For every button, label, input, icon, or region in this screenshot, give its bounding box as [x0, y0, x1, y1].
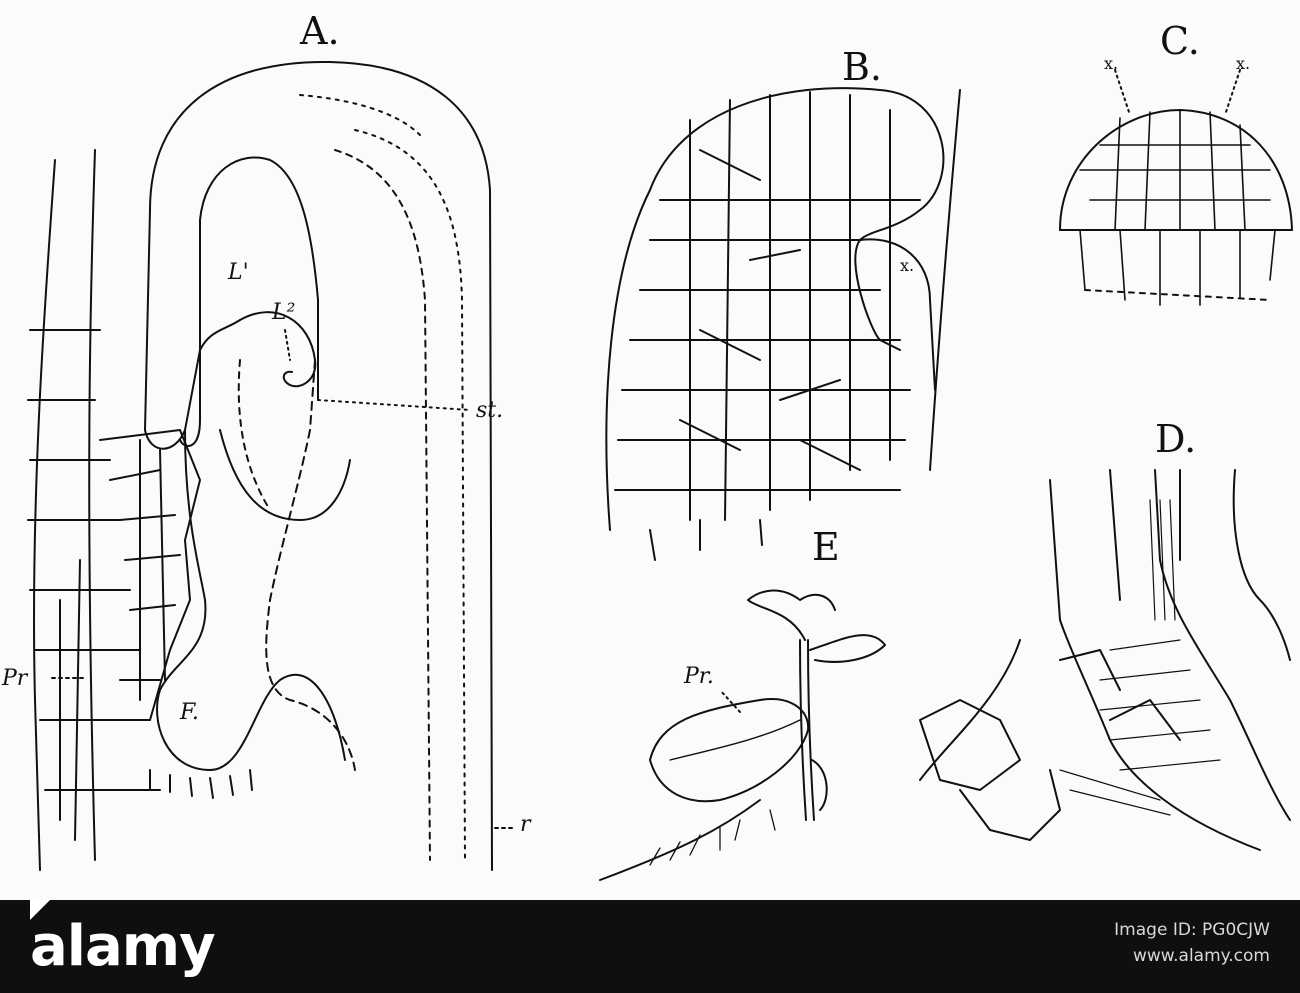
label-pr-a: Pr: [2, 666, 28, 691]
panel-label-b: B.: [842, 45, 883, 89]
label-pr-e: Pr.: [684, 664, 714, 689]
panel-label-d: D.: [1155, 417, 1197, 461]
label-f: F.: [180, 700, 199, 725]
botanical-figure: A. B. C. D. E L' L² st. Pr F. r x. x. x.…: [2, 9, 1293, 881]
label-x-c-left: x.: [1104, 54, 1119, 73]
panel-label-e: E: [812, 525, 840, 569]
panel-c-drawing: [1059, 69, 1293, 306]
label-x-b: x.: [900, 256, 915, 275]
label-st: st.: [476, 398, 504, 423]
panel-label-a: A.: [300, 9, 340, 53]
panel-d-drawing: [919, 469, 1291, 851]
label-r: r: [520, 812, 531, 837]
panel-e-drawing: [599, 589, 886, 881]
label-l2: L²: [272, 300, 296, 325]
image-id: Image ID: PG0CJW: [1114, 920, 1270, 940]
alamy-corner-icon: [30, 900, 50, 920]
figure-drawing: [27, 60, 1293, 881]
panel-b-drawing: [605, 87, 961, 561]
footer-info: Image ID: PG0CJW www.alamy.com: [1114, 920, 1270, 966]
watermark-footer: alamy Image ID: PG0CJW www.alamy.com: [0, 900, 1300, 993]
alamy-logo: alamy: [30, 914, 216, 979]
panel-a-drawing: [27, 60, 516, 871]
label-l1: L': [228, 260, 249, 285]
panel-label-c: C.: [1160, 19, 1200, 63]
label-x-c-right: x.: [1236, 54, 1251, 73]
site-url: www.alamy.com: [1132, 946, 1270, 966]
